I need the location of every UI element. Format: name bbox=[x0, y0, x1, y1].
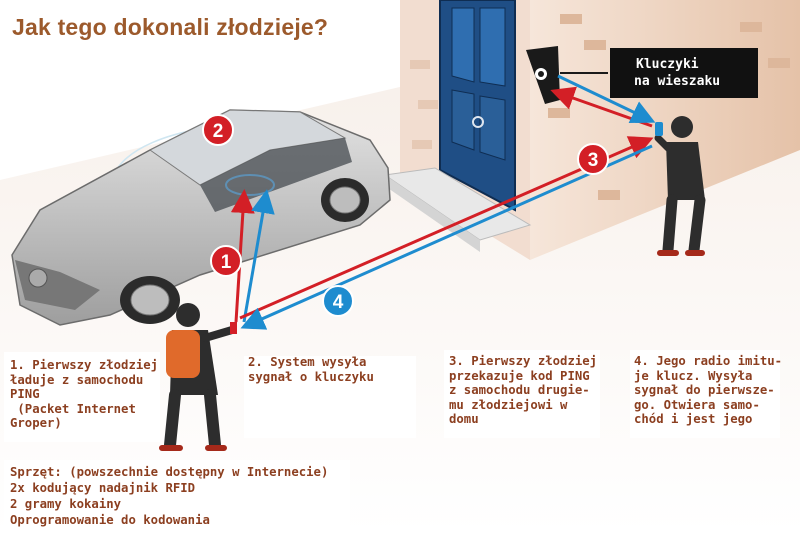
badge-4: 4 bbox=[322, 285, 354, 317]
step-1-caption: 1. Pierwszy złodziej ładuje z samochodu … bbox=[10, 358, 159, 430]
badge-3: 3 bbox=[577, 143, 609, 175]
svg-text:4: 4 bbox=[333, 292, 344, 313]
step-4-caption: 4. Jego radio imitu- je klucz. Wysyła sy… bbox=[634, 354, 783, 426]
keys-callout: Kluczyki na wieszaku bbox=[610, 48, 758, 98]
equipment-item: Oprogramowanie do kodowania bbox=[10, 513, 210, 527]
signal-arrows bbox=[230, 74, 656, 330]
equipment-item: 2 gramy kokainy bbox=[10, 497, 122, 511]
badge-2: 2 bbox=[202, 114, 234, 146]
step-3-box bbox=[444, 350, 600, 438]
keys-callout-line2: na wieszaku bbox=[634, 74, 721, 89]
step-4-box bbox=[630, 350, 780, 438]
step-1-box bbox=[4, 352, 160, 442]
page-title: Jak tego dokonali złodzieje? bbox=[12, 14, 329, 40]
thief-at-house bbox=[654, 116, 706, 256]
step-2-box bbox=[244, 356, 416, 438]
step-3-caption: 3. Pierwszy złodziej przekazuje kod PING… bbox=[449, 354, 598, 426]
step-2-caption: 2. System wysyła sygnał o kluczyku bbox=[248, 355, 374, 384]
equipment-heading: Sprzęt: (powszechnie dostępny w Internec… bbox=[10, 465, 329, 479]
thief-outside bbox=[159, 303, 237, 451]
front-door bbox=[439, 0, 516, 212]
svg-text:2: 2 bbox=[213, 121, 224, 142]
equipment-box bbox=[4, 460, 350, 530]
equipment-item: 2x kodujący nadajnik RFID bbox=[10, 481, 196, 495]
car bbox=[11, 109, 391, 326]
svg-text:3: 3 bbox=[588, 150, 599, 171]
badge-1: 1 bbox=[210, 245, 242, 277]
svg-text:1: 1 bbox=[221, 252, 232, 273]
keys-callout-line1: Kluczyki bbox=[636, 57, 699, 72]
